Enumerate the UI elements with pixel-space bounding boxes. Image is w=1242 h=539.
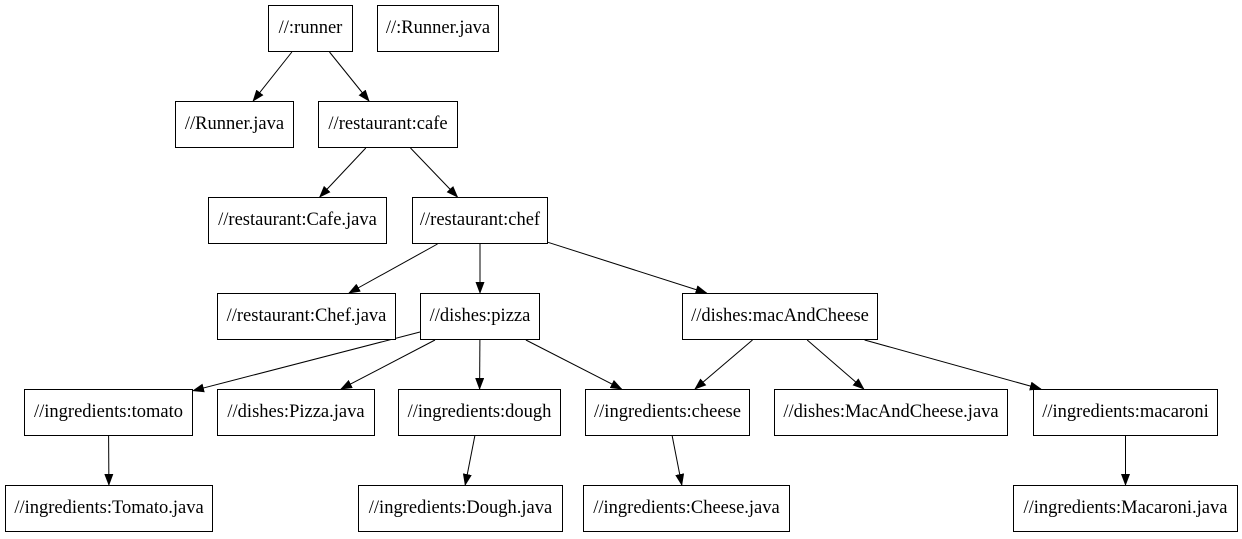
edge-pizza-to-cheese	[525, 339, 623, 390]
graph-node-macaroni-java: //ingredients:Macaroni.java	[1013, 485, 1238, 532]
edge-runner-to-cafe	[329, 51, 370, 102]
graph-node-cheese-java: //ingredients:Cheese.java	[583, 485, 790, 532]
graph-node-runner-java-src: //:Runner.java	[377, 5, 499, 52]
graph-node-dough-java: //ingredients:Dough.java	[358, 485, 563, 532]
graph-node-pizza-java: //dishes:Pizza.java	[217, 389, 375, 436]
graph-node-mac-and-cheese-java: //dishes:MacAndCheese.java	[774, 389, 1008, 436]
edge-cheese-to-cheese-java	[671, 435, 685, 486]
graph-node-runner-java: //Runner.java	[175, 101, 294, 148]
edge-runner-to-runner-java	[252, 51, 293, 102]
edge-mac-and-cheese-to-macaroni	[864, 339, 1042, 391]
edge-mac-and-cheese-to-cheese	[694, 339, 753, 390]
graph-node-chef: //restaurant:chef	[412, 197, 548, 244]
edge-chef-to-chef-java	[348, 243, 438, 294]
graph-node-tomato-java: //ingredients:Tomato.java	[5, 485, 213, 532]
edge-cafe-to-cafe-java	[319, 147, 367, 198]
graph-node-cheese: //ingredients:cheese	[585, 389, 750, 436]
edge-pizza-to-pizza-java	[340, 339, 436, 390]
graph-node-cafe-java: //restaurant:Cafe.java	[208, 197, 387, 244]
edge-chef-to-mac-and-cheese	[547, 241, 708, 294]
edge-mac-and-cheese-to-mac-and-cheese-java	[806, 339, 865, 390]
graph-node-chef-java: //restaurant:Chef.java	[217, 293, 396, 340]
graph-node-macaroni: //ingredients:macaroni	[1033, 389, 1218, 436]
edge-pizza-to-tomato	[192, 331, 421, 393]
edge-dough-to-dough-java	[462, 435, 476, 486]
graph-node-runner: //:runner	[268, 5, 353, 52]
graph-node-dough: //ingredients:dough	[398, 389, 561, 436]
edge-cafe-to-chef	[410, 147, 459, 198]
graph-node-cafe: //restaurant:cafe	[318, 101, 458, 148]
graph-node-tomato: //ingredients:tomato	[24, 389, 193, 436]
graph-node-mac-and-cheese: //dishes:macAndCheese	[682, 293, 878, 340]
graph-node-pizza: //dishes:pizza	[420, 293, 540, 340]
